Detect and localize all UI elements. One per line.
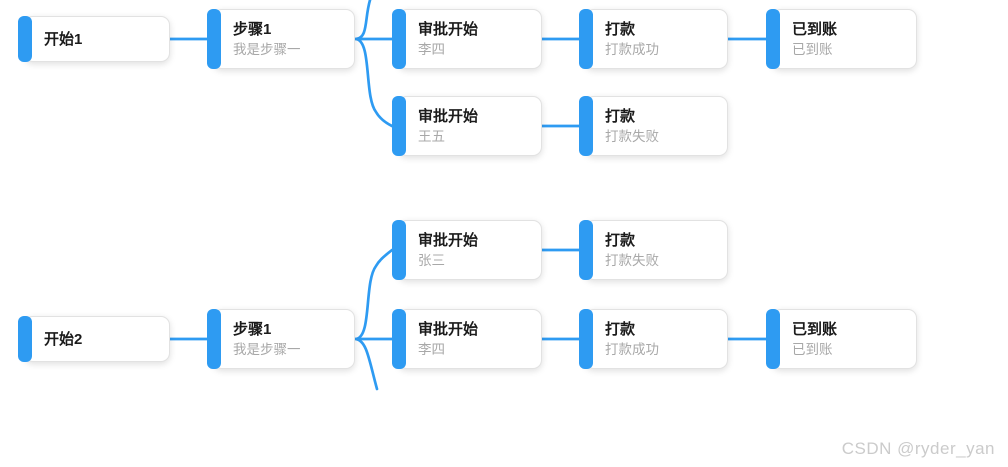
node-text: 开始2 xyxy=(44,316,162,362)
node-title: 审批开始 xyxy=(418,20,479,38)
node-flow2-pay-success[interactable]: 打款打款成功 xyxy=(579,309,728,369)
node-flow2-step1[interactable]: 步骤1 我是步骤一 xyxy=(207,309,355,369)
node-card xyxy=(772,9,917,69)
node-flow1-arrived[interactable]: 已到账已到账 xyxy=(766,9,917,69)
node-title: 步骤1 xyxy=(233,320,272,338)
node-flow2-approve-zhangsan[interactable]: 审批开始张三 xyxy=(392,220,542,280)
node-title: 已到账 xyxy=(792,320,838,338)
node-flow2-arrived[interactable]: 已到账已到账 xyxy=(766,309,917,369)
node-accent-bar xyxy=(392,96,406,156)
node-subtitle: 打款成功 xyxy=(605,341,659,357)
node-flow2-start[interactable]: 开始2 xyxy=(18,316,170,362)
node-title: 打款 xyxy=(605,320,636,338)
node-accent-bar xyxy=(579,9,593,69)
node-text: 步骤1 我是步骤一 xyxy=(233,309,347,369)
node-card xyxy=(213,309,355,369)
node-text: 打款打款失败 xyxy=(605,220,720,280)
node-title: 审批开始 xyxy=(418,231,479,249)
node-accent-bar xyxy=(207,9,221,69)
node-subtitle: 打款失败 xyxy=(605,128,659,144)
node-subtitle: 我是步骤一 xyxy=(233,41,301,57)
edge-flow1-step1-to-flow1-approve-wangwu xyxy=(354,37,394,128)
node-accent-bar xyxy=(207,309,221,369)
node-accent-bar xyxy=(18,316,32,362)
node-flow2-approve-lisi[interactable]: 审批开始李四 xyxy=(392,309,542,369)
node-title: 打款 xyxy=(605,107,636,125)
node-accent-bar xyxy=(766,9,780,69)
node-subtitle: 打款失败 xyxy=(605,252,659,268)
node-title: 审批开始 xyxy=(418,107,479,125)
node-flow1-approve-lisi[interactable]: 审批开始李四 xyxy=(392,9,542,69)
node-text: 步骤1 我是步骤一 xyxy=(233,9,347,69)
node-accent-bar xyxy=(18,16,32,62)
node-subtitle: 已到账 xyxy=(792,41,833,57)
edge-flow1-step1-to-offscreen-top xyxy=(354,0,372,41)
node-accent-bar xyxy=(392,9,406,69)
node-accent-bar xyxy=(579,220,593,280)
node-accent-bar xyxy=(392,220,406,280)
node-accent-bar xyxy=(579,96,593,156)
node-subtitle: 打款成功 xyxy=(605,41,659,57)
node-title: 开始2 xyxy=(44,330,83,348)
node-card xyxy=(24,16,170,62)
node-title: 打款 xyxy=(605,231,636,249)
node-card xyxy=(398,96,542,156)
node-flow1-pay-fail[interactable]: 打款打款失败 xyxy=(579,96,728,156)
node-flow2-pay-fail[interactable]: 打款打款失败 xyxy=(579,220,728,280)
node-text: 审批开始李四 xyxy=(418,309,534,369)
node-accent-bar xyxy=(766,309,780,369)
node-card xyxy=(585,9,728,69)
node-card xyxy=(398,309,542,369)
edge-flow2-step1-to-flow2-approve-zhangsan xyxy=(354,248,394,341)
node-card xyxy=(398,220,542,280)
node-text: 开始1 xyxy=(44,16,162,62)
node-card xyxy=(24,316,170,362)
node-subtitle: 我是步骤一 xyxy=(233,341,301,357)
node-text: 打款打款失败 xyxy=(605,96,720,156)
node-text: 审批开始李四 xyxy=(418,9,534,69)
node-text: 已到账已到账 xyxy=(792,309,909,369)
watermark: CSDN @ryder_yan xyxy=(841,439,995,458)
node-flow1-pay-success[interactable]: 打款打款成功 xyxy=(579,9,728,69)
node-flow1-start[interactable]: 开始1 xyxy=(18,16,170,62)
node-subtitle: 李四 xyxy=(418,41,445,57)
node-accent-bar xyxy=(579,309,593,369)
node-text: 审批开始张三 xyxy=(418,220,534,280)
node-card xyxy=(398,9,542,69)
node-text: 打款打款成功 xyxy=(605,9,720,69)
node-title: 步骤1 xyxy=(233,20,272,38)
node-subtitle: 王五 xyxy=(418,128,445,144)
edge-flow2-step1-to-offscreen-bottom xyxy=(354,337,379,391)
node-card xyxy=(585,220,728,280)
node-title: 开始1 xyxy=(44,30,83,48)
node-subtitle: 李四 xyxy=(418,341,445,357)
node-accent-bar xyxy=(392,309,406,369)
node-text: 打款打款成功 xyxy=(605,309,720,369)
node-card xyxy=(213,9,355,69)
node-subtitle: 已到账 xyxy=(792,341,833,357)
node-title: 审批开始 xyxy=(418,320,479,338)
node-subtitle: 张三 xyxy=(418,252,445,268)
node-flow1-step1[interactable]: 步骤1 我是步骤一 xyxy=(207,9,355,69)
node-text: 已到账已到账 xyxy=(792,9,909,69)
node-text: 审批开始王五 xyxy=(418,96,534,156)
node-flow1-approve-wangwu[interactable]: 审批开始王五 xyxy=(392,96,542,156)
node-title: 打款 xyxy=(605,20,636,38)
node-title: 已到账 xyxy=(792,20,838,38)
node-card xyxy=(585,96,728,156)
